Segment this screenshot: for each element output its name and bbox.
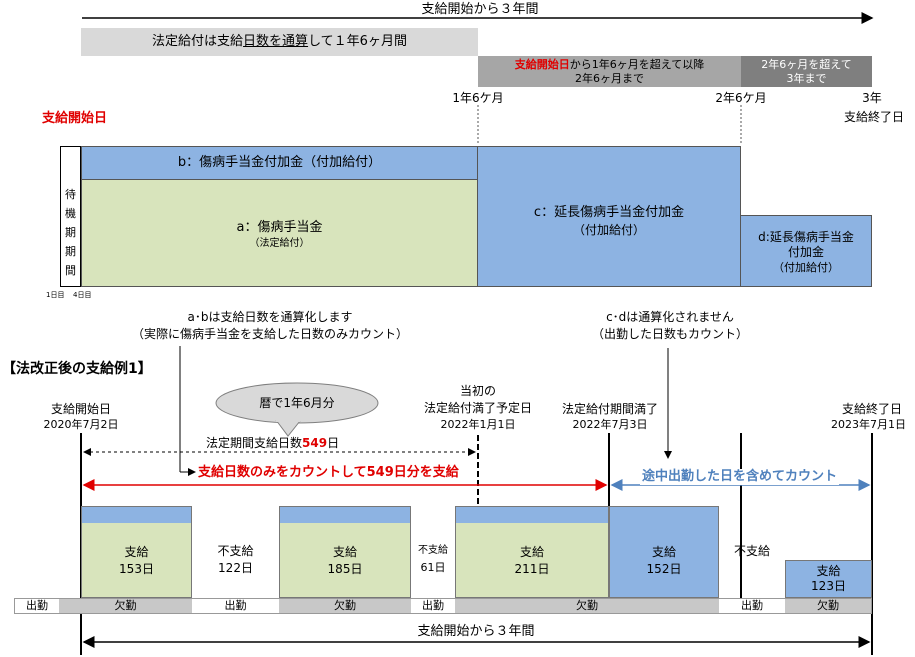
block-c: c：延長傷病手当金付加金 （付加給付） xyxy=(478,146,741,287)
final-period-line2: 3年まで xyxy=(786,72,827,85)
segment-gap-1-label: 不支給 xyxy=(217,544,254,558)
segment-label: 支給 xyxy=(651,545,676,559)
note-ab-line2: （実際に傷病手当金を支給した日数のみカウント） xyxy=(131,327,408,341)
statutory-period-banner: 法定給付は支給日数を通算して１年6ヶ月間 xyxy=(81,28,478,56)
segment-days: 152日 xyxy=(646,562,682,576)
status-cell-absent: 欠勤 xyxy=(59,599,192,613)
status-cell: 出勤 xyxy=(26,599,48,612)
block-c-line2: （付加給付） xyxy=(572,223,645,237)
block-b-label: b：傷病手当金付加金（付加給付） xyxy=(177,155,382,170)
status-cell-label: 欠勤 xyxy=(334,599,356,612)
top-span-label: 支給開始から３年間 xyxy=(421,2,539,17)
extension-period-banner: 支給開始日から1年6ヶ月を超えて以降 2年6ヶ月まで xyxy=(478,56,741,87)
final-period-line1: 2年6ヶ月を超えて xyxy=(761,58,852,71)
mark-2y6m: 2年6ケ月 xyxy=(715,91,767,105)
expiry-date: 2022年7月3日 xyxy=(572,418,648,431)
extension-period-line2: 2年6ヶ月まで xyxy=(575,72,644,85)
segment-gap-2-days: 61日 xyxy=(420,561,446,574)
segment-gap-3-label: 不支給 xyxy=(733,544,770,558)
segment-days: 211日 xyxy=(514,562,550,576)
status-cell-absent: 欠勤 xyxy=(455,599,719,613)
blue-arrow-label: 途中出勤した日を含めてカウント xyxy=(640,469,840,485)
segment-pay-3-top xyxy=(456,507,608,523)
bottom-span-label: 支給開始から３年間 xyxy=(376,624,576,640)
segment-label: 支給 xyxy=(816,564,841,578)
waiting-char: 機 xyxy=(65,207,76,220)
status-bar: 出勤 欠勤 出勤 欠勤 出勤 欠勤 出勤 欠勤 xyxy=(14,598,872,614)
segment-gap-1-days: 122日 xyxy=(218,561,253,575)
status-cell-absent: 欠勤 xyxy=(785,599,871,613)
initial-expiry-date: 2022年1月1日 xyxy=(440,418,516,431)
status-cell: 出勤 xyxy=(741,599,763,612)
waiting-period-text: 待 機 期 期 間 xyxy=(61,185,80,280)
block-a-line1: a：傷病手当金 xyxy=(236,220,323,235)
status-cell: 出勤 xyxy=(422,599,444,612)
segment-label: 支給 xyxy=(332,545,357,559)
block-d: d:延長傷病手当金 付加金 （付加給付） xyxy=(741,215,872,287)
top-start-label: 支給開始日 xyxy=(42,111,108,126)
statutory-period-text: 法定給付は支給日数を通算して１年6ヶ月間 xyxy=(81,34,478,50)
segment-pay-1: 支給 153日 xyxy=(81,506,192,598)
status-cell-absent: 欠勤 xyxy=(279,599,411,613)
day1-label: 1日目 xyxy=(46,291,65,299)
red-arrow-label: 支給日数のみをカウントして549日分を支給 xyxy=(198,465,459,481)
block-c-line1: c：延長傷病手当金付加金 xyxy=(533,205,685,220)
statutory-days-num: 549 xyxy=(302,436,328,450)
segment-label: 支給 xyxy=(519,545,544,559)
segment-pay-2: 支給 185日 xyxy=(279,506,411,598)
mark-3y: 3年 xyxy=(862,91,882,105)
initial-expiry-line2: 法定給付満了予定日 xyxy=(423,401,532,415)
segment-label: 支給 xyxy=(124,545,149,559)
extension-period-rest: から1年6ヶ月を超えて以降 xyxy=(569,58,705,71)
segment-pay-5: 支給 123日 xyxy=(785,560,872,598)
waiting-char: 間 xyxy=(65,264,76,277)
segment-pay-1-top xyxy=(82,507,191,523)
block-d-line2: 付加金 xyxy=(787,245,824,259)
statutory-note-post: して１年6ヶ月間 xyxy=(308,34,407,49)
segment-pay-3: 支給 211日 xyxy=(455,506,609,598)
waiting-period-box: 待 機 期 期 間 xyxy=(60,146,81,287)
status-cell-label: 欠勤 xyxy=(817,599,839,612)
segment-days: 185日 xyxy=(327,562,363,576)
segment-gap-2-label: 不支給 xyxy=(418,545,448,556)
example-start-date: 2020年7月2日 xyxy=(43,418,119,431)
segment-days: 123日 xyxy=(811,579,846,593)
extension-period-line1: 支給開始日から1年6ヶ月を超えて以降 xyxy=(478,58,741,71)
example-start-label: 支給開始日 xyxy=(50,402,111,416)
status-cell-label: 欠勤 xyxy=(576,599,598,612)
statutory-days-label: 法定期間支給日数549日 xyxy=(206,436,339,450)
callout-text: 暦で1年6月分 xyxy=(259,396,335,410)
statutory-days-pre: 法定期間支給日数 xyxy=(206,436,303,450)
example-end-label: 支給終了日 xyxy=(841,402,902,416)
segment-days: 153日 xyxy=(119,562,154,576)
note-ab-line1: a･bは支給日数を通算化します xyxy=(187,310,353,324)
statutory-note-underlined: 日数を通算 xyxy=(243,34,309,49)
block-a: a：傷病手当金 （法定給付） xyxy=(81,180,478,287)
segment-pay-2-top xyxy=(280,507,410,523)
final-period-banner: 2年6ヶ月を超えて 3年まで xyxy=(741,56,872,87)
day4-label: 4日目 xyxy=(73,291,92,299)
example-end-date: 2023年7月1日 xyxy=(831,418,906,431)
status-cell-label: 欠勤 xyxy=(114,599,137,612)
mark-1y6m: 1年6ケ月 xyxy=(452,91,504,105)
note-cd-line2: （出勤した日数もカウント） xyxy=(591,327,748,341)
note-cd-line1: c･dは通算化されません xyxy=(606,310,734,324)
block-b: b：傷病手当金付加金（付加給付） xyxy=(81,146,478,180)
status-cell: 出勤 xyxy=(224,599,247,612)
example-title: 【法改正後の支給例1】 xyxy=(2,361,152,377)
block-d-line3: （付加給付） xyxy=(773,261,839,274)
initial-expiry-line1: 当初の xyxy=(459,384,496,398)
statutory-days-post: 日 xyxy=(327,436,340,450)
block-a-line2: （法定給付） xyxy=(249,238,310,249)
segment-pay-4: 支給 152日 xyxy=(609,506,719,598)
waiting-char: 期 xyxy=(65,245,76,258)
expiry-label: 法定給付期間満了 xyxy=(561,402,658,416)
waiting-char: 期 xyxy=(65,226,76,239)
block-d-line1: d:延長傷病手当金 xyxy=(758,230,854,244)
waiting-char: 待 xyxy=(65,188,76,201)
statutory-note-pre: 法定給付は支給 xyxy=(152,34,244,49)
extension-period-red: 支給開始日 xyxy=(514,58,570,71)
top-end-label: 支給終了日 xyxy=(843,110,904,124)
